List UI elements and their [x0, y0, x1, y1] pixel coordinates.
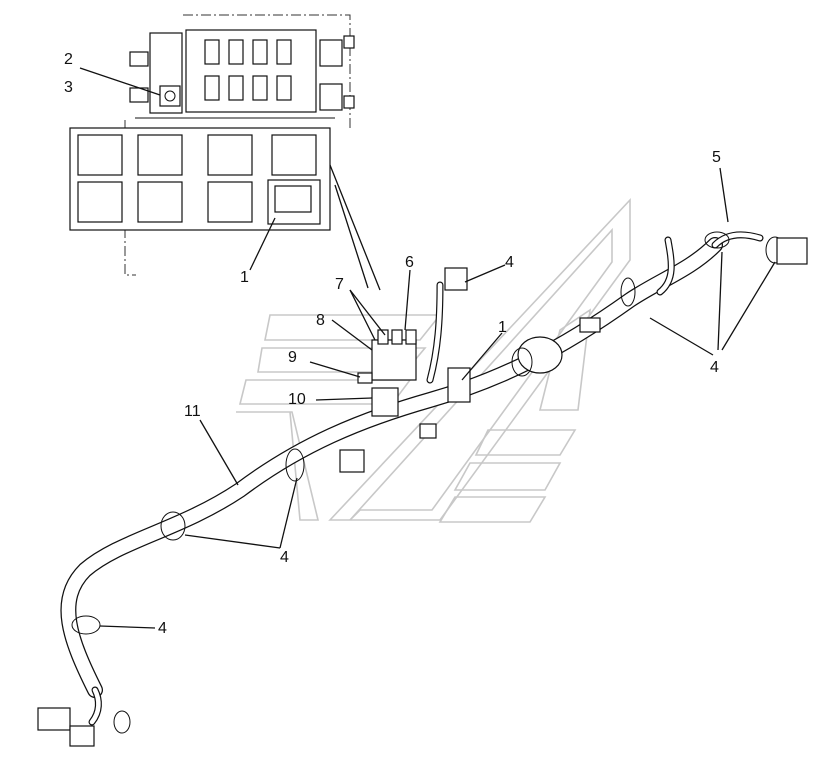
callout-4-low: 4: [158, 620, 167, 637]
leader-lines: [79, 67, 776, 629]
callout-1-mid: 1: [498, 319, 507, 336]
callout-8: 8: [316, 312, 325, 329]
callout-7: 7: [335, 276, 344, 293]
callout-11: 11: [184, 403, 201, 420]
callout-5: 5: [712, 149, 721, 166]
fuse-row: [204, 39, 292, 101]
callout-4-top: 4: [505, 254, 514, 271]
main-harness: [60, 231, 764, 726]
callout-10: 10: [288, 391, 306, 408]
callout-6: 6: [405, 254, 414, 271]
callout-2: 2: [64, 51, 73, 68]
fuse-box-panel: [124, 14, 355, 276]
callout-4-mid: 4: [280, 549, 289, 566]
callout-3: 3: [64, 79, 73, 96]
callout-1-fusebox: 1: [240, 269, 249, 286]
callout-4-right: 4: [710, 359, 719, 376]
relay-block: [69, 127, 331, 231]
callout-9: 9: [288, 349, 297, 366]
components: [37, 237, 808, 747]
